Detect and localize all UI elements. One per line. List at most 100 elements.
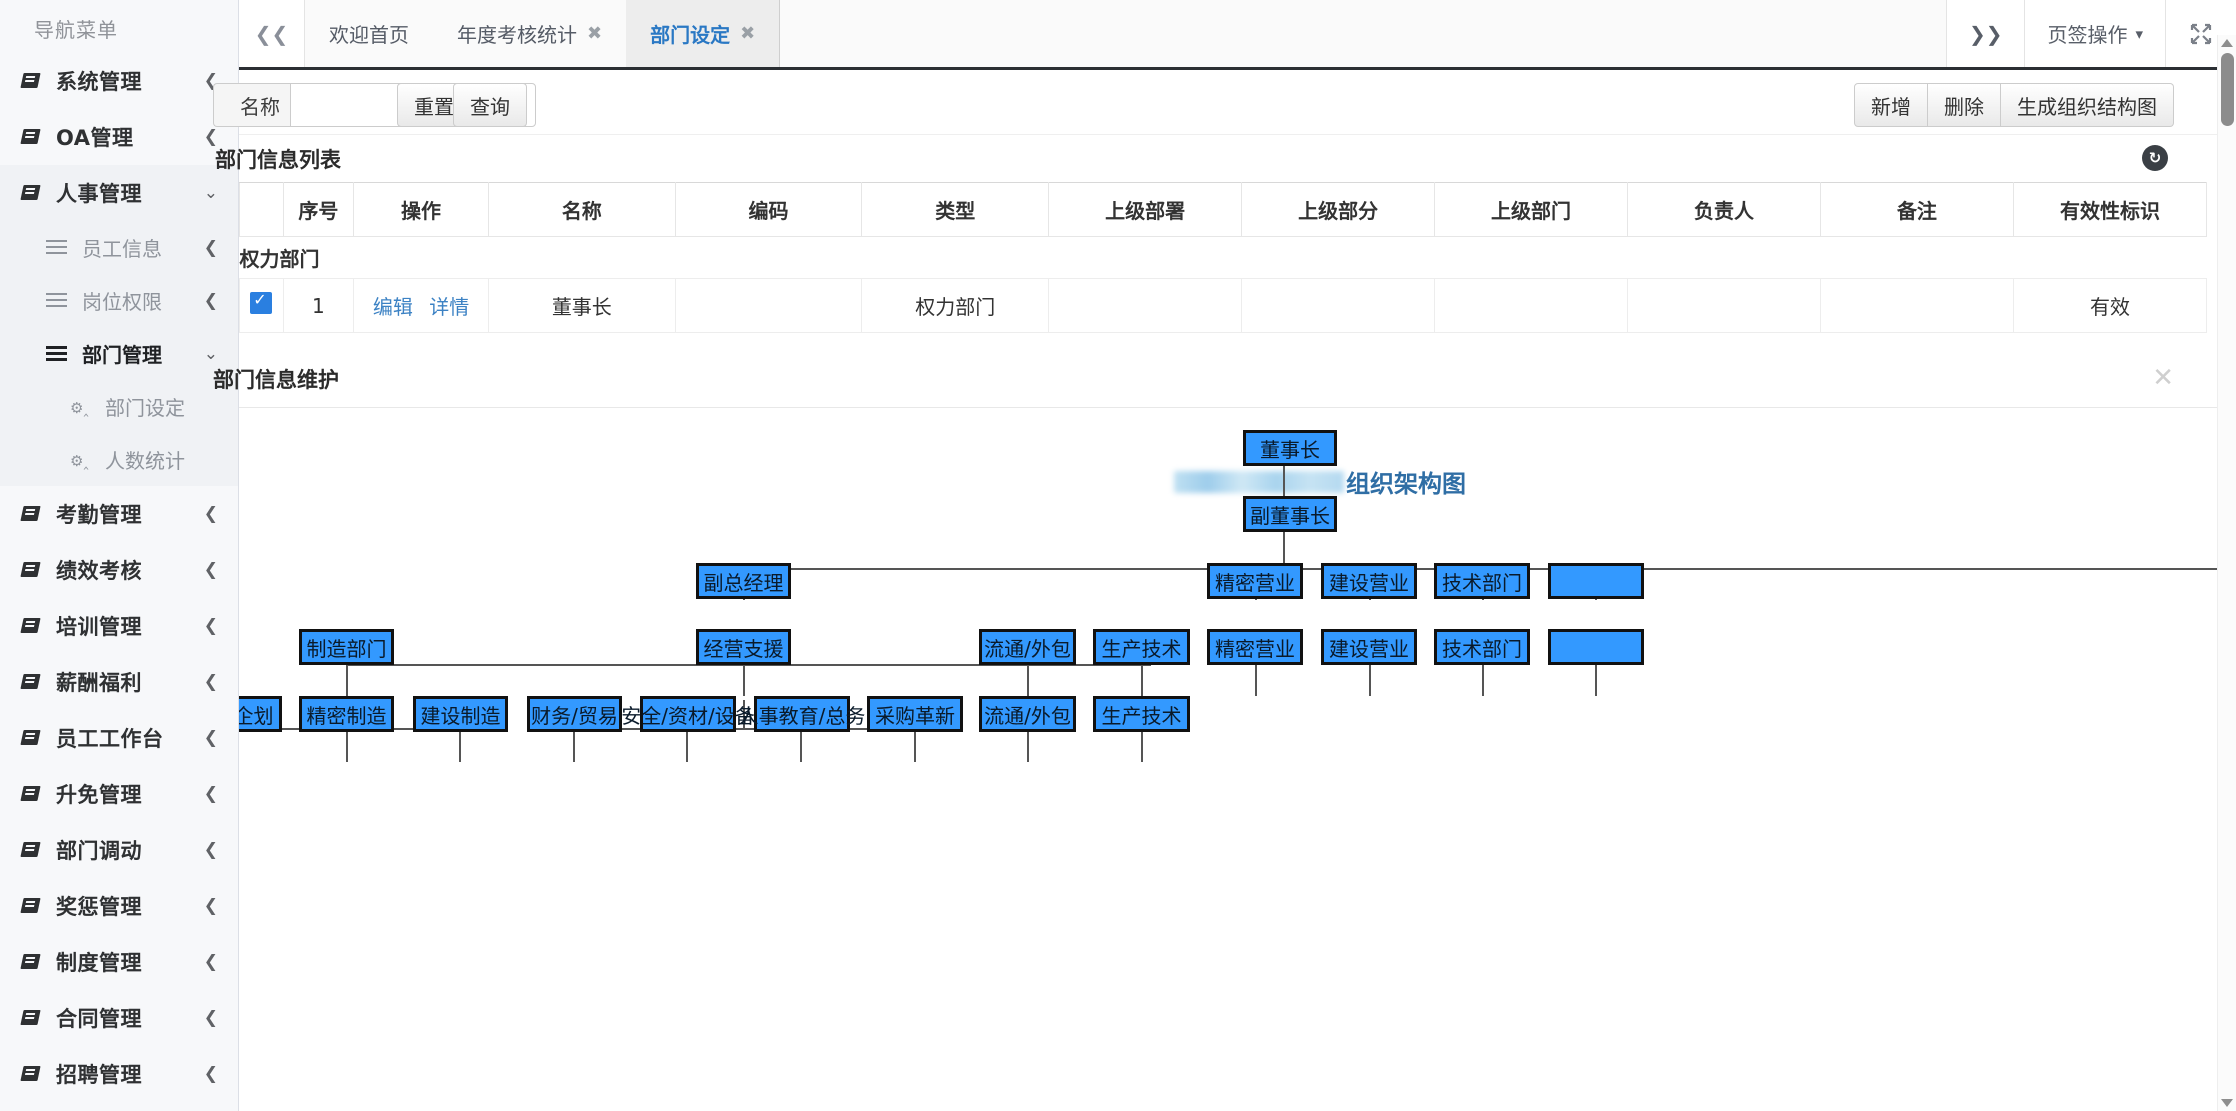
- org-node-construction-sales-l3[interactable]: 建设营业: [1321, 563, 1417, 599]
- add-button[interactable]: 新增: [1854, 83, 1928, 127]
- sidebar-item-oa-management[interactable]: OA管理 ❮: [0, 109, 238, 165]
- column-header-owner: 负责人: [1627, 182, 1821, 237]
- sidebar-item-reward-punishment[interactable]: 奖惩管理 ❮: [0, 878, 238, 934]
- org-node-offscreen-l4[interactable]: [1548, 629, 1644, 665]
- org-node-precision-sales-l4[interactable]: 精密营业: [1207, 629, 1303, 665]
- sidebar-item-attendance-management[interactable]: 考勤管理 ❮: [0, 486, 238, 542]
- sidebar-leaf-label: 人数统计: [105, 449, 185, 473]
- org-node-vice-chairman[interactable]: 副董事长: [1243, 496, 1337, 532]
- tab-annual-review-stats[interactable]: 年度考核统计 ✖: [433, 0, 627, 67]
- tab-label: 欢迎首页: [329, 23, 409, 47]
- select-all-header[interactable]: [239, 182, 284, 237]
- org-node-precision-manufacturing[interactable]: 精密制造: [299, 696, 394, 732]
- department-info-modal: 部门信息维护 ✕ 组织架构图: [213, 350, 2236, 1111]
- sidebar-item-contract-management[interactable]: 合同管理 ❮: [0, 990, 238, 1046]
- checkbox-checked-icon[interactable]: [250, 290, 273, 314]
- sidebar-item-employee-info[interactable]: 员工信息 ❮: [0, 221, 238, 274]
- sidebar-item-label: 制度管理: [56, 951, 142, 975]
- org-node-technology-dept-l3[interactable]: 技术部门: [1434, 563, 1530, 599]
- vertical-scrollbar[interactable]: [2217, 35, 2236, 1111]
- page-action-label: 页签操作: [2047, 23, 2128, 47]
- org-chart-canvas: 组织架构图: [239, 408, 2236, 1111]
- sidebar-item-promotion-management[interactable]: 升免管理 ❮: [0, 766, 238, 822]
- scroll-up-arrow-icon[interactable]: [2221, 39, 2233, 47]
- sidebar-item-employee-workbench[interactable]: 员工工作台 ❮: [0, 710, 238, 766]
- org-node-manufacturing-dept[interactable]: 制造部门: [299, 629, 394, 665]
- sidebar-item-post-permission[interactable]: 岗位权限 ❮: [0, 274, 238, 327]
- org-node-production-technology-l5[interactable]: 生产技术: [1093, 696, 1190, 732]
- cell-parent-dept: [1434, 278, 1629, 333]
- org-node-deputy-general-manager[interactable]: 副总经理: [696, 563, 791, 599]
- scroll-thumb[interactable]: [2221, 53, 2234, 126]
- edit-link[interactable]: 编辑: [372, 295, 413, 319]
- org-node-logistics-outsourcing-l4[interactable]: 流通/外包: [979, 629, 1076, 665]
- org-node-precision-sales-l3[interactable]: 精密营业: [1207, 563, 1303, 599]
- sidebar-item-department-management[interactable]: 部门管理 ⌄: [0, 327, 238, 380]
- table-row[interactable]: 1 编辑 详情 董事长 权力部门 有效: [239, 278, 2208, 333]
- edge-to-construction-mfg: [459, 728, 461, 762]
- chevron-left-icon: ❮: [203, 290, 218, 311]
- scroll-tabs-right-button[interactable]: ❯❯: [1945, 0, 2025, 67]
- org-node-construction-manufacturing[interactable]: 建设制造: [413, 696, 508, 732]
- search-toolbar: 名称 重置 查询 新增 删除 生成组织结构图: [213, 73, 2236, 135]
- sidebar-item-compensation-benefits[interactable]: 薪酬福利 ❮: [0, 654, 238, 710]
- org-node-construction-sales-l4[interactable]: 建设营业: [1321, 629, 1417, 665]
- sidebar-subitem-label: 岗位权限: [82, 290, 162, 314]
- org-node-safety-materials-equipment[interactable]: 安全/资材/设备: [621, 696, 755, 732]
- sidebar-subitem-label: 部门管理: [82, 343, 162, 367]
- sidebar-item-label: 系统管理: [56, 70, 142, 94]
- chevron-left-icon: ❮: [203, 952, 218, 972]
- row-checkbox[interactable]: [239, 278, 284, 333]
- sidebar-item-headcount-statistics[interactable]: ⚙‸ 人数统计: [0, 433, 238, 486]
- org-node-chairman[interactable]: 董事长: [1243, 430, 1337, 466]
- sidebar-item-label: 培训管理: [56, 615, 142, 639]
- org-node-finance-trade[interactable]: 财务/贸易: [527, 696, 622, 732]
- org-node-logistics-outsourcing-l5[interactable]: 流通/外包: [979, 696, 1076, 732]
- generate-org-chart-button[interactable]: 生成组织结构图: [2001, 83, 2174, 127]
- sidebar-item-label: 人事管理: [56, 182, 142, 206]
- sidebar-item-label: 招聘管理: [56, 1063, 142, 1087]
- close-icon[interactable]: ✖: [587, 23, 603, 44]
- refresh-icon[interactable]: ↻: [2142, 145, 2168, 171]
- tab-welcome-home[interactable]: 欢迎首页: [305, 0, 433, 67]
- org-node-offscreen-l3[interactable]: [1548, 563, 1644, 599]
- close-icon[interactable]: ✖: [740, 23, 756, 44]
- table-header-row: 序号 操作 名称 编码 类型 上级部署 上级部分 上级部门 负责人 备注 有效性…: [239, 182, 2208, 237]
- cell-valid: 有效: [2012, 278, 2208, 333]
- edge-to-procurement-innovation: [914, 728, 916, 762]
- page-action-dropdown[interactable]: 页签操作 ▾: [2024, 0, 2165, 67]
- tab-bar-right-controls: ❯❯ 页签操作 ▾: [1945, 0, 2236, 67]
- org-node-production-technology-l4[interactable]: 生产技术: [1093, 629, 1190, 665]
- tab-department-setting[interactable]: 部门设定 ✖: [626, 0, 781, 67]
- org-node-manufacturing-planning[interactable]: 制造企划: [239, 696, 282, 732]
- sidebar-item-system-management[interactable]: 系统管理 ❮: [0, 53, 238, 109]
- scroll-tabs-left-button[interactable]: ❮❮: [239, 0, 305, 67]
- org-node-technology-dept-l4[interactable]: 技术部门: [1434, 629, 1530, 665]
- detail-link[interactable]: 详情: [429, 295, 470, 319]
- delete-button[interactable]: 删除: [1928, 83, 2001, 127]
- close-icon[interactable]: ✕: [2152, 363, 2174, 393]
- sidebar-item-hr-management[interactable]: 人事管理 ⌄: [0, 165, 238, 221]
- edge-to-safety-materials: [686, 728, 688, 762]
- org-node-business-support[interactable]: 经营支援: [696, 629, 791, 665]
- scroll-down-arrow-icon[interactable]: [2221, 1099, 2233, 1107]
- sidebar-item-policy-management[interactable]: 制度管理 ❮: [0, 934, 238, 990]
- edge-to-manufacturing-dept: [346, 664, 348, 696]
- sidebar-item-label: 升免管理: [56, 783, 142, 807]
- book-icon: [22, 506, 42, 522]
- cell-type: 权力部门: [861, 278, 1050, 333]
- sidebar-item-performance-review[interactable]: 绩效考核 ❮: [0, 542, 238, 598]
- edge-precision-sales-down: [1255, 634, 1257, 696]
- org-node-hr-education-general-affairs[interactable]: 人事教育/总务: [739, 696, 865, 732]
- org-node-procurement-innovation[interactable]: 采购革新: [867, 696, 963, 732]
- sidebar-item-recruitment-management[interactable]: 招聘管理 ❮: [0, 1046, 238, 1102]
- table-group-row: 权力部门: [239, 236, 2207, 279]
- chevron-left-icon: ❮: [203, 728, 218, 748]
- chevron-left-icon: ❮: [203, 840, 218, 860]
- sidebar-item-training-management[interactable]: 培训管理 ❮: [0, 598, 238, 654]
- gears-icon: ⚙‸: [70, 398, 89, 417]
- column-header-parent-deploy: 上级部署: [1048, 182, 1243, 237]
- query-button[interactable]: 查询: [453, 83, 527, 127]
- sidebar-item-department-transfer[interactable]: 部门调动 ❮: [0, 822, 238, 878]
- sidebar-item-department-setting[interactable]: ⚙‸ 部门设定: [0, 380, 238, 433]
